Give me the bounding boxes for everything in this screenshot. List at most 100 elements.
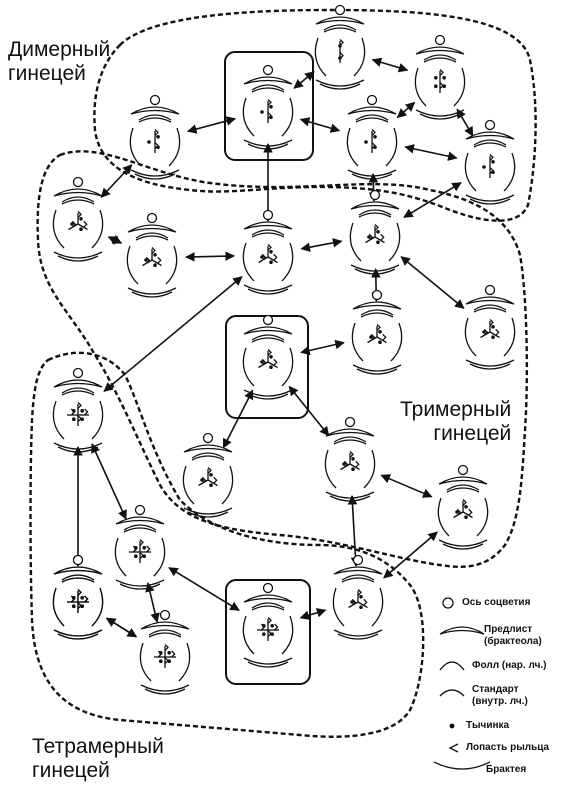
- wing-petal-icon: [222, 466, 233, 504]
- stigma-lobe-icon: [85, 409, 88, 415]
- wing-petal-icon: [127, 246, 138, 284]
- stamen-icon: [464, 515, 468, 519]
- inflorescence-axis-icon: [151, 96, 160, 105]
- stamen-icon: [338, 56, 342, 60]
- transition-arrow: [188, 119, 235, 132]
- stamen-icon: [80, 596, 84, 600]
- stamen-icon: [159, 659, 163, 663]
- stamen-icon: [378, 330, 382, 334]
- standard-petal-icon: [139, 118, 171, 122]
- bracteole-icon: [466, 297, 514, 304]
- inflorescence-axis-icon: [459, 466, 468, 475]
- stamen-icon: [367, 235, 371, 239]
- flower-diagram: [465, 121, 514, 205]
- wing-petal-icon: [154, 538, 165, 576]
- inflorescence-axis-icon: [264, 316, 273, 325]
- stamen-icon: [376, 230, 380, 234]
- stigma-lobe-icon: [356, 461, 359, 467]
- stamen-icon: [491, 170, 495, 174]
- wing-petal-icon: [166, 246, 177, 284]
- inflorescence-axis-icon: [443, 598, 453, 608]
- transition-arrow: [457, 109, 473, 135]
- stamen-icon: [153, 263, 157, 267]
- bracteole-icon: [131, 107, 179, 114]
- inflorescence-axis-icon: [368, 96, 377, 105]
- legend-label: (внутр. лч.): [472, 696, 528, 708]
- wing-petal-icon: [92, 210, 103, 248]
- legend-label: Тычинка: [466, 720, 509, 732]
- wing-petal-icon: [391, 323, 402, 361]
- stamen-icon: [209, 473, 213, 477]
- label-dimer-gynoecium: Димерный гинецей: [8, 38, 110, 86]
- standard-petal-icon: [474, 308, 506, 312]
- stigma-lobe-icon: [147, 546, 150, 552]
- stamen-icon: [79, 217, 83, 221]
- transition-arrow: [301, 119, 340, 130]
- stamen-icon: [455, 510, 459, 514]
- stamen-icon: [491, 160, 495, 164]
- stamen-icon: [72, 409, 76, 413]
- stamen-icon: [342, 462, 346, 466]
- stamen-icon: [434, 84, 438, 88]
- transition-arrow: [107, 618, 137, 637]
- bracteole-icon: [334, 567, 382, 574]
- transition-arrow: [373, 60, 408, 70]
- stigma-lobe-icon: [381, 234, 384, 240]
- stamen-icon: [269, 260, 273, 264]
- stamen-icon: [260, 255, 264, 259]
- inflorescence-axis-icon: [336, 6, 345, 15]
- stigma-lobe-icon: [364, 599, 367, 605]
- stamen-icon: [70, 222, 74, 226]
- inflorescence-axis-icon: [373, 291, 382, 300]
- transition-arrow: [104, 277, 242, 392]
- inflorescence-axis-icon: [74, 178, 83, 187]
- stamen-icon: [167, 659, 171, 663]
- stamen-icon: [359, 605, 363, 609]
- flower-diagram: [127, 214, 176, 298]
- stamen-icon: [134, 546, 138, 550]
- bracteole-icon: [326, 429, 374, 436]
- standard-petal-icon: [62, 200, 94, 204]
- flower-diagram: [140, 611, 189, 695]
- flower-diagram: [115, 506, 164, 590]
- standard-petal-icon: [324, 28, 356, 32]
- stamen-icon: [260, 360, 264, 364]
- wing-petal-icon: [53, 588, 64, 626]
- wing-petal-icon: [465, 318, 476, 356]
- legend-item-stigma: Лопасть рыльца: [466, 742, 549, 754]
- standard-petal-icon: [342, 578, 374, 582]
- legend-item-axis: Ось соцветия: [462, 597, 530, 609]
- wing-petal-icon: [179, 643, 190, 681]
- wing-petal-icon: [169, 128, 180, 166]
- wing-petal-icon: [504, 318, 515, 356]
- legend-label: Предлист: [484, 624, 542, 636]
- bracteole-icon: [141, 622, 189, 629]
- stamen-icon: [80, 417, 84, 421]
- bracteole-icon: [54, 380, 102, 387]
- stamen-icon: [442, 76, 446, 80]
- transition-arrow: [301, 241, 341, 249]
- stamen-icon: [167, 651, 171, 655]
- stamen-icon: [142, 546, 146, 550]
- stigma-lobe-icon: [84, 221, 87, 227]
- label-trimer-gynoecium: Тримерный гинецей: [400, 398, 511, 446]
- transition-arrow: [101, 165, 131, 197]
- wing-petal-icon: [282, 98, 293, 136]
- legend-label: Лопасть рыльца: [466, 742, 549, 754]
- inflorescence-axis-icon: [354, 556, 363, 565]
- wing-petal-icon: [183, 466, 194, 504]
- flower-diagram: [333, 556, 382, 640]
- wing-petal-icon: [352, 323, 363, 361]
- stigma-lobe-icon: [275, 624, 278, 630]
- bracteole-icon: [316, 17, 364, 24]
- stamen-icon: [450, 724, 455, 729]
- transition-arrows: [78, 60, 473, 637]
- flower-diagram: [347, 96, 396, 180]
- transition-arrow: [169, 568, 239, 611]
- transition-arrow: [381, 475, 431, 496]
- legend-label: Стандарт: [472, 684, 528, 696]
- stamen-icon: [142, 554, 146, 558]
- wing-petal-icon: [282, 348, 293, 386]
- flower-diagram: [315, 6, 364, 90]
- wing-petal-icon: [325, 450, 336, 488]
